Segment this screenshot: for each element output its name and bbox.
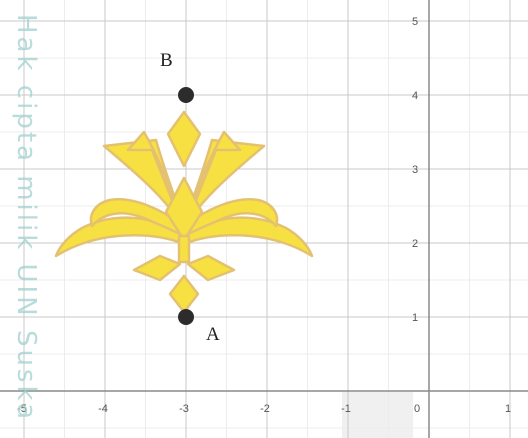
- motif-left-bottom-leaf: [132, 254, 182, 282]
- point-a-marker[interactable]: [178, 309, 194, 325]
- x-tick-label: 0: [414, 403, 420, 415]
- y-tick-label: 2: [412, 238, 418, 250]
- motif-stem: [177, 234, 191, 264]
- motif-left-sweep: [54, 216, 186, 258]
- x-tick-label: -4: [98, 403, 108, 415]
- x-tick-labels: -5 -4 -3 -2 -1 0 1: [17, 403, 511, 415]
- floral-motif: [54, 110, 314, 314]
- point-b-marker[interactable]: [178, 87, 194, 103]
- motif-right-sweep: [182, 216, 314, 258]
- x-tick-label: 1: [505, 403, 511, 415]
- y-tick-label: 5: [412, 16, 418, 28]
- y-tick-label: 1: [412, 312, 418, 324]
- shaded-band: [342, 392, 413, 438]
- motif-right-bottom-leaf: [186, 254, 236, 282]
- point-a-label: A: [206, 324, 220, 345]
- x-tick-label: -5: [17, 403, 27, 415]
- motif-right-inner-curl: [182, 198, 279, 238]
- point-b[interactable]: B: [160, 50, 194, 103]
- motif-top-petal: [166, 110, 202, 168]
- y-tick-labels: 1 2 3 4 5: [412, 16, 418, 324]
- x-tick-label: -1: [341, 403, 351, 415]
- point-b-label: B: [160, 50, 173, 71]
- motif-left-inner-curl: [89, 198, 186, 238]
- y-tick-label: 4: [412, 90, 418, 102]
- x-tick-label: -2: [260, 403, 270, 415]
- x-tick-label: -3: [179, 403, 189, 415]
- y-tick-label: 3: [412, 164, 418, 176]
- point-a[interactable]: A: [178, 309, 220, 345]
